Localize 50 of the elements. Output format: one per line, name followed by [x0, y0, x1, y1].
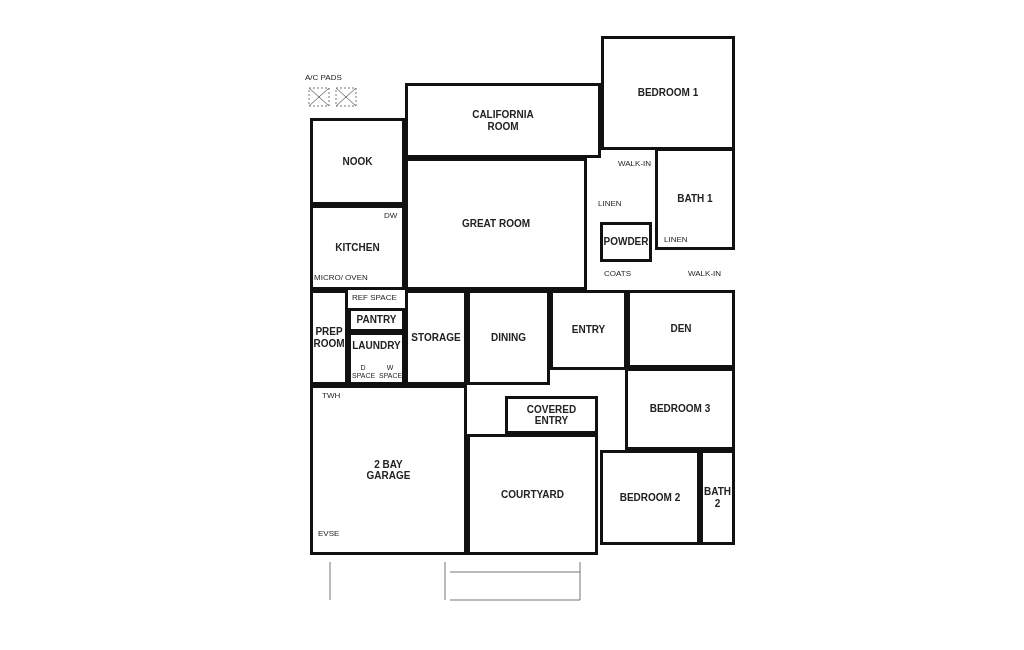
room-name: NOOK — [342, 155, 373, 168]
room-name: 2 BAY GARAGE — [365, 458, 412, 482]
room-name: ENTRY — [571, 324, 606, 336]
fixture-label: A/C PADS — [305, 74, 342, 83]
fixture-label: EVSE — [318, 530, 340, 539]
room-outline — [625, 368, 735, 450]
room-outline — [467, 290, 550, 385]
room-name: BATH 2 — [703, 486, 732, 509]
room-outline — [600, 222, 652, 262]
room-name: PREP ROOM — [313, 326, 345, 349]
room-name: KITCHEN — [335, 241, 380, 254]
room-name: CALIFORNIA ROOM — [471, 109, 535, 132]
fixture-label: WALK-IN — [688, 270, 722, 279]
room-name: BEDROOM 3 — [649, 403, 711, 415]
room-outline — [700, 450, 735, 545]
room-outline — [655, 148, 735, 250]
room-name: COVERED ENTRY — [525, 403, 578, 427]
room-name: POWDER — [603, 236, 649, 248]
room-outline — [405, 158, 587, 290]
fixture-label: LINEN — [664, 236, 688, 245]
room-name: BEDROOM 2 — [619, 491, 681, 504]
room-outline — [505, 396, 598, 434]
fixture-label: REF SPACE — [352, 294, 397, 303]
room-outline — [310, 385, 467, 555]
room-name: BATH 1 — [677, 193, 713, 205]
room-outline — [600, 450, 700, 545]
room-name: STORAGE — [411, 331, 461, 344]
room-outline — [405, 83, 601, 158]
room-name: DEN — [670, 323, 692, 335]
fixture-label: DW — [384, 212, 398, 221]
room-outline — [310, 205, 405, 290]
room-outline — [310, 118, 405, 205]
room-name: GREAT ROOM — [461, 218, 531, 230]
room-name: LAUNDRY — [352, 340, 401, 352]
room-outline — [627, 290, 735, 368]
room-outline — [405, 290, 467, 385]
room-name: BEDROOM 1 — [637, 87, 699, 99]
fixture-label: COATS — [604, 270, 631, 279]
room-name: DINING — [491, 331, 526, 344]
room-outline — [467, 434, 598, 555]
room-outline — [310, 290, 348, 385]
room-name: COURTYARD — [501, 488, 564, 501]
room-name: PANTRY — [356, 314, 397, 326]
fixture-label: WALK-IN — [618, 160, 652, 169]
room-outline — [348, 308, 405, 332]
fixture-label: MICRO/ OVEN — [314, 274, 368, 283]
fixture-label: LINEN — [598, 200, 622, 209]
room-outline — [601, 36, 735, 150]
room-outline — [550, 290, 627, 370]
fixture-label: TWH — [322, 392, 341, 401]
